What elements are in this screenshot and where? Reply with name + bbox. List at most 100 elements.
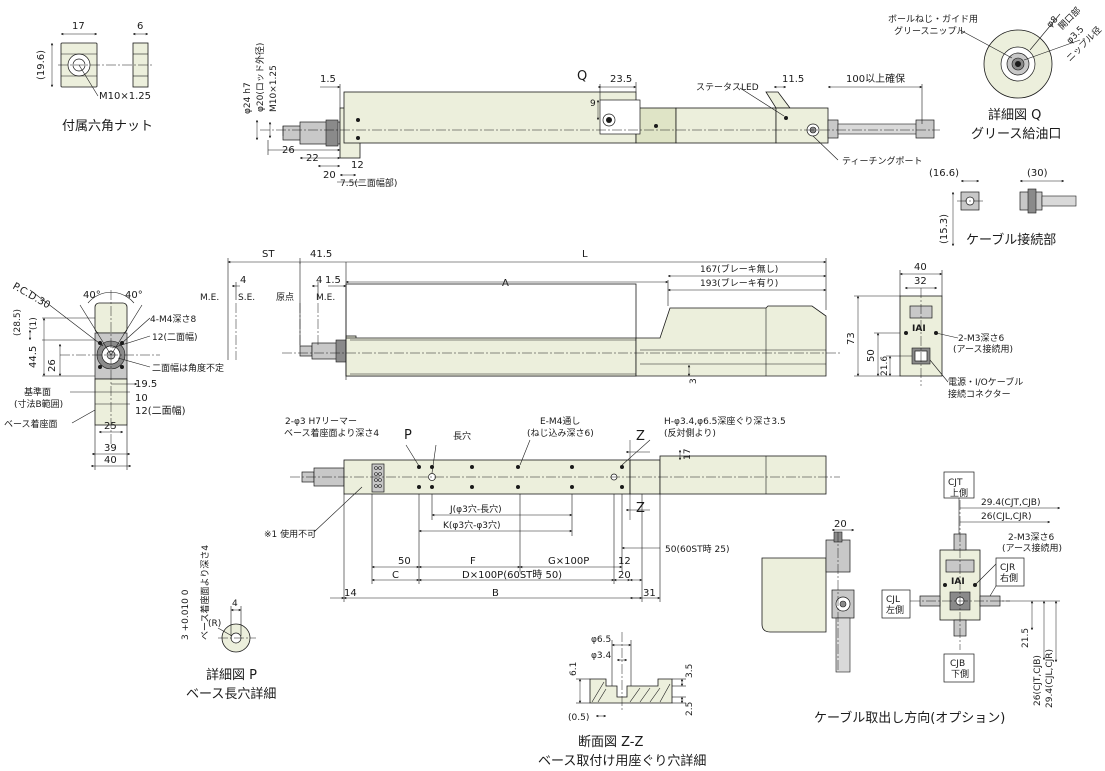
tolerance-3: 3 +0.010 0 [181,589,191,640]
side-dim-a: A [502,278,509,289]
end-dim-73: 73 [846,332,857,345]
flat-width-12: 12(二面幅) [152,331,197,343]
mech-end-label: M.E. [200,293,219,303]
option-cjb-sub: 下側 [951,668,969,680]
detail-p-radius: (R) [208,619,221,629]
detail-p-dim-4: 4 [232,599,238,609]
dim-28-5: (28.5) [13,309,23,336]
h-hole-label: H-φ3.4,φ6.5深座ぐり深さ3.5 [664,415,786,427]
option-dim-29-4a: 29.4(CJT,CJB) [981,498,1040,508]
phi8-label: φ8 [1045,15,1061,31]
top-dim-23-5: 23.5 [610,74,632,85]
side-dim-4b: 4 [316,275,322,286]
angle-40-left: 40° [83,290,101,301]
option-dim-21-5: 21.5 [1021,628,1031,648]
detail-p-view [217,606,256,653]
side-dim-l: L [582,249,588,260]
top-dim-7-5: 7.5(二面幅部) [340,177,397,189]
top-dim-1-5: 1.5 [320,74,336,85]
dim-20-bottom: 20 [618,570,631,581]
dim-10: 10 [135,393,148,404]
dim-14: 14 [344,588,357,599]
dowel-hole-sub: ベース着座面より深さ4 [284,427,379,439]
top-view-actuator [255,82,940,183]
dim-d: D×100P(60ST時 50) [462,569,562,581]
rod-thread: M10×1.25 [269,65,279,112]
section-dim-2-5: 2.5 [685,702,695,716]
option-cjl-sub: 左側 [886,604,904,616]
top-dim-9: 9 [590,99,596,109]
dim-31: 31 [643,588,656,599]
angle-40-right: 40° [125,290,143,301]
ground-screw-label: 2-M3深さ6 [958,333,1004,344]
detail-p-marker: P [404,428,412,443]
dowel-hole-label: 2-φ3 H7リーマー [285,417,357,427]
dim-1: (1) [29,317,39,330]
nut-dim-17: 17 [72,21,85,32]
detail-q-marker: Q [577,69,587,84]
rod-dim-24: φ24 h7 [243,82,253,114]
power-io-connector-label: 電源・I/Oケーブル [948,376,1023,388]
section-dim-6-1: 6.1 [569,662,579,676]
flat-width-12b: 12(二面幅) [135,404,186,417]
unusable-note: ※1 使用不可 [264,528,316,540]
side-view-actuator [227,258,840,380]
dim-39: 39 [104,443,117,454]
long-hole-label: 長穴 [453,430,471,442]
detail-q-subtitle: グリース給油口 [971,127,1061,142]
grease-nipple-label: ボールねじ・ガイド用 [888,14,978,25]
ground-screw-sub: (アース接続用) [953,343,1013,355]
conn-dim-16-6: (16.6) [929,168,959,179]
dim-25: 25 [104,421,117,432]
option-cjr-sub: 右側 [1000,572,1018,584]
section-dim-0-5: (0.5) [568,713,589,723]
top-dim-100: 100以上確保 [846,72,905,85]
end-dim-50: 50 [866,349,877,362]
e-tap-sub: (ねじ込み深さ6) [527,428,594,439]
dim-12-bottom: 12 [618,556,631,567]
dim-k: K(φ3穴-φ3穴) [443,519,501,531]
m4-tapped-holes: 4-M4深さ8 [150,314,196,325]
section-phi3-4: φ3.4 [591,651,612,661]
nut-dim-19-6: (19.6) [36,50,47,80]
top-dim-12: 12 [351,160,364,171]
section-z-subtitle: ベース取付け用座ぐり穴詳細 [538,753,706,769]
option-cjt-sub: 上側 [950,487,968,499]
dim-19-5: 19.5 [135,379,157,390]
section-z-title: 断面図 Z-Z [578,735,644,750]
rear-end-view: IAI [854,270,959,386]
pcd-label: P.C.D.30 [11,281,52,311]
option-dim-20: 20 [834,519,847,530]
dim-50-60st: 50(60ST時 25) [665,544,729,555]
dim-50-bottom: 50 [398,556,411,567]
side-dim-3: 3 [689,378,699,384]
section-z-view [576,632,686,718]
option-dim-29-4b: 29.4(CJL,CJR) [1045,649,1055,708]
option-ground-screw: 2-M3深さ6 [1008,532,1054,543]
cable-option-title: ケーブル取出し方向(オプション) [814,710,1005,726]
mech-end-label-2: M.E. [316,293,335,303]
detail-p-subtitle: ベース長穴詳細 [186,686,276,702]
len-brake: 193(ブレーキ有り) [700,277,778,289]
option-cjb: CJB [950,659,965,669]
top-dim-20: 20 [323,170,336,181]
section-z-marker-bottom: Z [636,501,645,516]
detail-q-title: 詳細図 Q [988,107,1041,123]
status-led-label: ステータスLED [696,82,759,93]
dim-f: F [470,556,476,567]
dim-40: 40 [104,455,117,466]
top-dim-11-5: 11.5 [782,74,804,85]
dim-c: C [392,570,399,581]
bottom-view-actuator [290,439,840,602]
front-end-view [28,289,160,470]
len-no-brake: 167(ブレーキ無し) [700,263,778,275]
cable-direction-option-view: IAI [761,471,1061,683]
hex-nut-view [50,32,152,97]
stroke-end-label: S.E. [238,293,255,303]
cable-connector-view [951,179,1077,247]
grease-nipple-label-2: グリースニップル [894,25,966,37]
detail-p-title: 詳細図 P [206,667,257,683]
conn-dim-15-3: (15.3) [939,214,950,244]
top-dim-26: 26 [282,145,295,156]
